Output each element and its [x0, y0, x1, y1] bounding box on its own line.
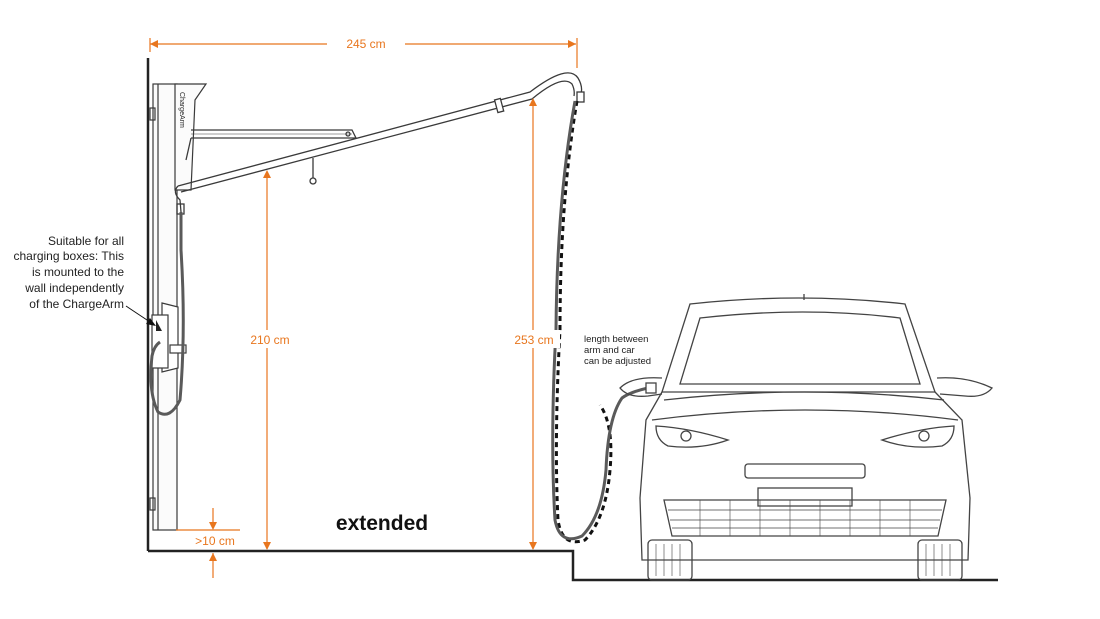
- note-line: length between: [584, 334, 648, 345]
- wall-cable: [149, 212, 185, 416]
- label-bg: [506, 330, 560, 348]
- brand-label: ChargeArm: [178, 92, 185, 128]
- charge-arm: [174, 72, 585, 215]
- charging-box-note: Suitable for all charging boxes: This is…: [13, 234, 156, 326]
- note-line: Suitable for all: [48, 234, 124, 248]
- car-front-view: [619, 294, 994, 581]
- hanging-cable: [551, 100, 649, 544]
- state-label: extended: [336, 512, 428, 535]
- label-bg: [327, 34, 405, 52]
- floor-line: [148, 549, 998, 582]
- charging-box: [151, 302, 187, 373]
- dimension-clearance: >10 cm: [195, 534, 235, 548]
- cable-length-note: length between arm and car can be adjust…: [584, 334, 651, 367]
- dimension-arm-reach: 245 cm: [346, 37, 385, 51]
- label-bg: [240, 330, 294, 348]
- note-line: wall independently: [24, 281, 124, 295]
- dimension-lines: [149, 38, 578, 578]
- note-line: can be adjusted: [584, 356, 651, 367]
- note-line: charging boxes: This: [13, 249, 124, 263]
- note-line: arm and car: [584, 345, 635, 356]
- ground-and-wall: [146, 58, 998, 582]
- dimension-pivot-height: 210 cm: [250, 333, 289, 347]
- note-arrowhead: [146, 318, 156, 326]
- note-line: is mounted to the: [32, 265, 124, 279]
- dimension-cable-drop: 253 cm: [514, 333, 553, 347]
- note-line: of the ChargeArm: [29, 297, 124, 311]
- note-leader-arrow: [125, 305, 151, 323]
